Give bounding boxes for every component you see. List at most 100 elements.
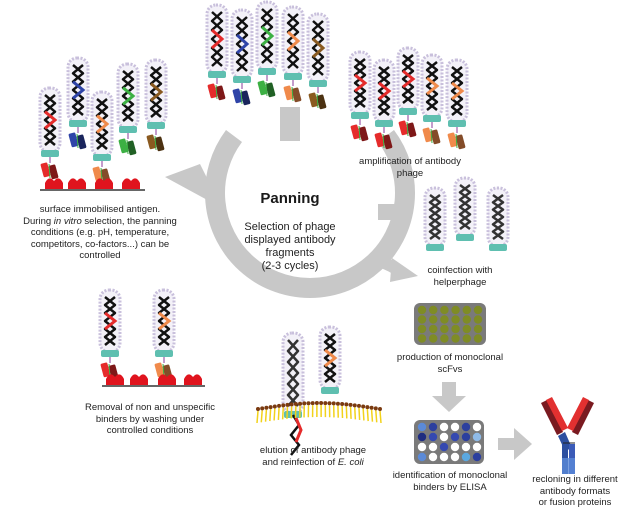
elisa-well [472, 422, 482, 432]
elisa-well [428, 422, 438, 432]
phage-icon [281, 5, 305, 103]
elisa-well [450, 452, 460, 462]
plate-well [440, 324, 449, 334]
antigen-icon [158, 374, 176, 385]
plate-well [417, 315, 427, 324]
label-coinfection: coinfection with helperphage [410, 265, 510, 288]
elisa-well [461, 422, 471, 432]
elisa-well [417, 432, 427, 442]
plate-well [473, 305, 483, 315]
label-washing: Removal of non and unspecific binders by… [60, 402, 240, 437]
elisa-well [472, 442, 482, 452]
phage-icon [396, 46, 420, 138]
plate-well [462, 315, 471, 324]
plate-well [429, 324, 438, 334]
text: During [23, 215, 54, 227]
elisa-well [461, 432, 471, 442]
right-arrow-head [514, 428, 532, 460]
down-arrow-shaft [442, 382, 456, 396]
phage-icon [420, 53, 444, 145]
plate-well [451, 334, 460, 343]
elisa-well [450, 422, 460, 432]
plate-well [473, 324, 483, 334]
label-line: controlled [79, 250, 121, 261]
plate-well [451, 324, 460, 334]
elisa-well [417, 442, 427, 452]
feed-arrow-top [280, 107, 300, 141]
label-line: production of monoclonal [396, 352, 504, 363]
panning-title: Panning [260, 190, 320, 207]
phage-icon [348, 50, 372, 142]
elisa-well [450, 432, 460, 442]
label-immobilised-antigen: surface immobilised antigen. During in v… [2, 204, 198, 262]
antigen-icon [122, 178, 140, 189]
label-line: helperphage [433, 276, 487, 288]
plate-well [429, 334, 438, 343]
label-line: coinfection with [427, 265, 493, 276]
text: selection, the panning [81, 215, 177, 227]
phage-icon [38, 86, 62, 180]
label-production: production of monoclonal scFvs [385, 352, 515, 375]
elisa-well [428, 442, 438, 452]
label-line: amplification of antibody [359, 156, 461, 167]
label-line: surface immobilised antigen. [39, 204, 161, 215]
elisa-well [461, 452, 471, 462]
subtitle-line: (2-3 cycles) [261, 260, 319, 272]
phage-icon [445, 58, 469, 150]
label-line: recloning in different [532, 474, 618, 485]
plate-well [429, 315, 438, 324]
label-line: conditions (e.g. pH, temperature, [30, 227, 170, 238]
elisa-well [428, 432, 438, 442]
label-line: binders by ELISA [413, 481, 487, 493]
elisa-well [439, 442, 449, 452]
label-line: During in vitro selection, the panning [2, 216, 198, 228]
plate-well [440, 305, 449, 315]
label-amplification: amplification of antibody phage [345, 156, 475, 179]
phage-icon [66, 56, 90, 150]
subtitle-line: Selection of phage [244, 221, 336, 233]
antigen-icon [106, 374, 124, 385]
helper-phage-icon [453, 176, 477, 241]
phage-icon [90, 90, 114, 184]
plate-well [429, 305, 438, 315]
plate-well [473, 334, 483, 343]
phage-icon [230, 8, 254, 106]
plate-well [462, 324, 471, 334]
label-line: or fusion proteins [538, 497, 612, 508]
phage-icon [98, 288, 122, 380]
plate-well [440, 315, 449, 324]
plate-well [451, 305, 460, 315]
antigen-icon [184, 374, 202, 385]
elisa-well [439, 422, 449, 432]
label-line: elution of antibody phage [259, 445, 367, 456]
elisa-well [417, 422, 427, 432]
italic-text: in vitro [53, 215, 82, 227]
phage-icon [116, 62, 140, 156]
label-line: identification of monoclonal [392, 470, 508, 481]
plate-well [462, 334, 471, 343]
subtitle-line: displayed antibody [244, 234, 336, 246]
antigen-icon [95, 178, 113, 189]
elisa-well [461, 442, 471, 452]
plate-well [462, 305, 471, 315]
elisa-well [450, 442, 460, 452]
antigen-icon [45, 178, 63, 189]
label-line: scFvs [437, 363, 463, 375]
plate-well [417, 305, 427, 315]
elisa-well [472, 432, 482, 442]
label-elution: elution of antibody phage and reinfectio… [238, 445, 388, 468]
label-recloning: recloning in different antibody formats … [515, 474, 635, 509]
right-arrow-shaft [498, 438, 516, 450]
text: and reinfection of [262, 456, 338, 468]
plate-well [473, 315, 483, 324]
cycle-arrowhead [165, 164, 222, 208]
elisa-well [439, 432, 449, 442]
phage-icon [255, 0, 279, 98]
elisa-well [472, 452, 482, 462]
antigen-icon [130, 374, 148, 385]
panning-subtitle: Selection of phage displayed antibody fr… [220, 221, 360, 273]
phage-icon [372, 58, 396, 150]
label-line: Removal of non and unspecific [85, 402, 215, 413]
label-line: antibody formats [539, 485, 611, 497]
